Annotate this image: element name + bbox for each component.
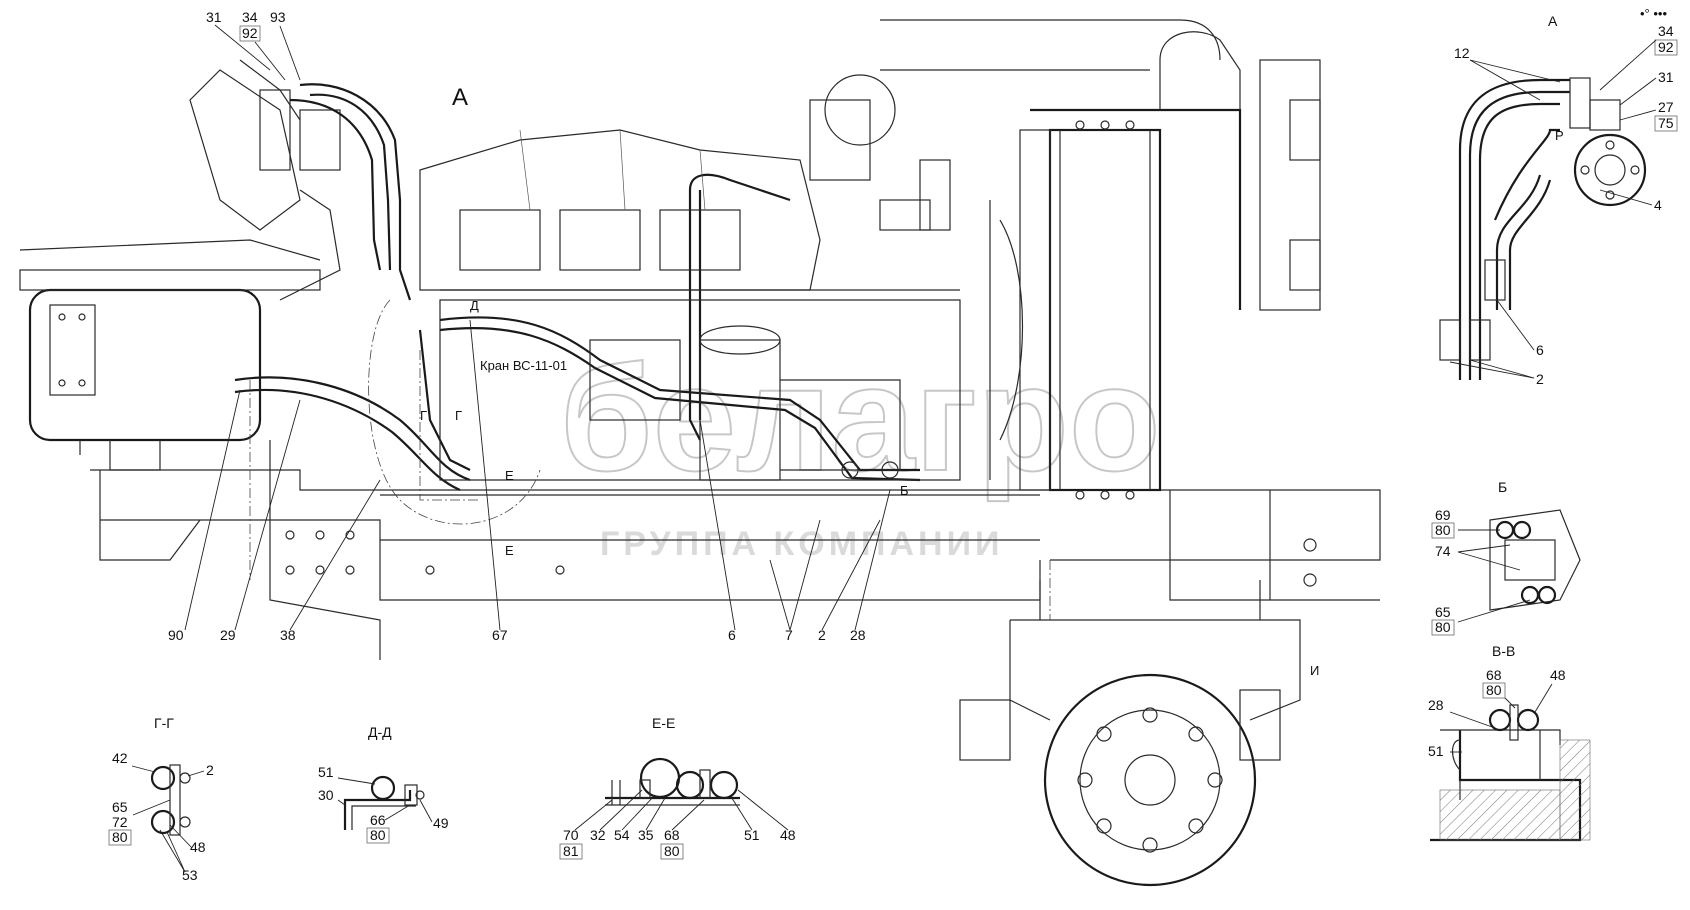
view-dd-callout-51: 51 bbox=[318, 764, 334, 780]
view-a-callout-31: 31 bbox=[1658, 69, 1674, 85]
view-vv-callout-28: 28 bbox=[1428, 697, 1444, 713]
fuel-tank bbox=[19, 239, 321, 471]
view-ee-callout-80: 80 bbox=[664, 843, 680, 859]
sheet-corner-mark: •° ••• bbox=[1640, 6, 1667, 21]
section-mark-b: Б bbox=[900, 483, 909, 498]
view-a: А 12 34 92 31 27 75 4 6 2 P bbox=[1439, 13, 1678, 387]
watermark-logo: белагро bbox=[560, 334, 1161, 502]
view-a-callout-27: 27 bbox=[1658, 99, 1674, 115]
view-b: Б 69 80 74 65 80 bbox=[1431, 479, 1581, 636]
view-gg-callout-48: 48 bbox=[190, 839, 206, 855]
view-dd-callout-49: 49 bbox=[433, 815, 449, 831]
radiator-assembly bbox=[880, 19, 1321, 500]
view-a-port-p: P bbox=[1555, 128, 1564, 143]
view-ee-callout-51: 51 bbox=[744, 827, 760, 843]
callout-67: 67 bbox=[492, 627, 508, 643]
engine-block bbox=[419, 129, 961, 481]
callout-31: 31 bbox=[206, 9, 222, 25]
view-vv-callout-51: 51 bbox=[1428, 743, 1444, 759]
view-gg-callout-65: 65 bbox=[112, 799, 128, 815]
steering-bracket bbox=[189, 59, 341, 301]
view-b-callout-74: 74 bbox=[1435, 543, 1451, 559]
front-axle bbox=[959, 580, 1301, 887]
watermark-subtitle: ГРУППА КОМПАНИИ bbox=[600, 525, 1003, 563]
view-dd-callout-30: 30 bbox=[318, 787, 334, 803]
view-gg: Г-Г 42 2 65 72 80 48 53 bbox=[108, 715, 214, 883]
valve-label: Кран ВС-11-01 bbox=[480, 358, 567, 373]
section-mark-i: И bbox=[1310, 663, 1319, 678]
view-a-callout-34: 34 bbox=[1658, 23, 1674, 39]
view-a-callout-6: 6 bbox=[1536, 342, 1544, 358]
view-vv: В-В 68 80 48 28 51 bbox=[1428, 643, 1591, 842]
view-a-title: А bbox=[1548, 13, 1558, 29]
callout-7: 7 bbox=[785, 627, 793, 643]
turbocharger bbox=[809, 74, 951, 231]
section-lines bbox=[249, 299, 1051, 620]
view-b-callout-65: 65 bbox=[1435, 604, 1451, 620]
view-ee-callout-81: 81 bbox=[563, 843, 579, 859]
callout-92: 92 bbox=[242, 25, 258, 41]
callout-2: 2 bbox=[818, 627, 826, 643]
view-gg-callout-80: 80 bbox=[112, 829, 128, 845]
view-a-callout-2: 2 bbox=[1536, 371, 1544, 387]
view-a-callout-92: 92 bbox=[1658, 39, 1674, 55]
view-a-callout-4: 4 bbox=[1654, 197, 1662, 213]
view-ee-callout-68: 68 bbox=[664, 827, 680, 843]
view-vv-callout-80: 80 bbox=[1486, 682, 1502, 698]
hydraulic-hoses-main bbox=[234, 83, 921, 492]
section-mark-g2: Г bbox=[455, 408, 462, 423]
view-ee-callout-48: 48 bbox=[780, 827, 796, 843]
view-dd-callout-66: 66 bbox=[370, 812, 386, 828]
callout-28: 28 bbox=[850, 627, 866, 643]
view-ee-callout-54: 54 bbox=[614, 827, 630, 843]
watermark: белагро ГРУППА КОМПАНИИ bbox=[559, 333, 1162, 563]
callout-93: 93 bbox=[270, 9, 286, 25]
view-gg-callout-2: 2 bbox=[206, 762, 214, 778]
view-vv-title: В-В bbox=[1492, 643, 1515, 659]
view-gg-callout-72: 72 bbox=[112, 814, 128, 830]
frame-bolts bbox=[285, 530, 1317, 587]
view-a-callout-75: 75 bbox=[1658, 115, 1674, 131]
view-b-callout-69: 69 bbox=[1435, 507, 1451, 523]
view-vv-callout-68: 68 bbox=[1486, 667, 1502, 683]
view-a-callout-12: 12 bbox=[1454, 45, 1470, 61]
view-dd-title: Д-Д bbox=[368, 724, 392, 740]
main-callouts: 31 34 92 93 90 29 38 67 6 7 2 28 bbox=[168, 9, 891, 643]
view-ee: Е-Е 70 81 32 54 35 68 80 51 48 bbox=[559, 715, 796, 860]
callout-90: 90 bbox=[168, 627, 184, 643]
view-ee-callout-70: 70 bbox=[563, 827, 579, 843]
view-dd: Д-Д 51 30 66 80 49 bbox=[318, 724, 449, 844]
callout-38: 38 bbox=[280, 627, 296, 643]
view-ee-title: Е-Е bbox=[652, 715, 675, 731]
callout-34: 34 bbox=[242, 9, 258, 25]
view-b-title: Б bbox=[1498, 479, 1507, 495]
section-mark-d: Д bbox=[470, 298, 479, 313]
view-a-marker: А bbox=[452, 84, 468, 111]
main-view: А Кран ВС-11-01 Г Г Д Е Е Б И 31 34 92 9… bbox=[19, 9, 1381, 887]
section-mark-e1: Е bbox=[505, 468, 514, 483]
view-vv-callout-48: 48 bbox=[1550, 667, 1566, 683]
section-mark-e2: Е bbox=[505, 543, 514, 558]
view-gg-callout-53: 53 bbox=[182, 867, 198, 883]
callout-6: 6 bbox=[728, 627, 736, 643]
view-gg-title: Г-Г bbox=[154, 715, 174, 731]
view-gg-callout-42: 42 bbox=[112, 750, 128, 766]
section-mark-g1: Г bbox=[420, 408, 427, 423]
view-ee-callout-35: 35 bbox=[638, 827, 654, 843]
view-b-callout-80b: 80 bbox=[1435, 619, 1451, 635]
view-b-callout-80a: 80 bbox=[1435, 522, 1451, 538]
view-ee-callout-32: 32 bbox=[590, 827, 606, 843]
callout-29: 29 bbox=[220, 627, 236, 643]
view-dd-callout-80: 80 bbox=[370, 827, 386, 843]
